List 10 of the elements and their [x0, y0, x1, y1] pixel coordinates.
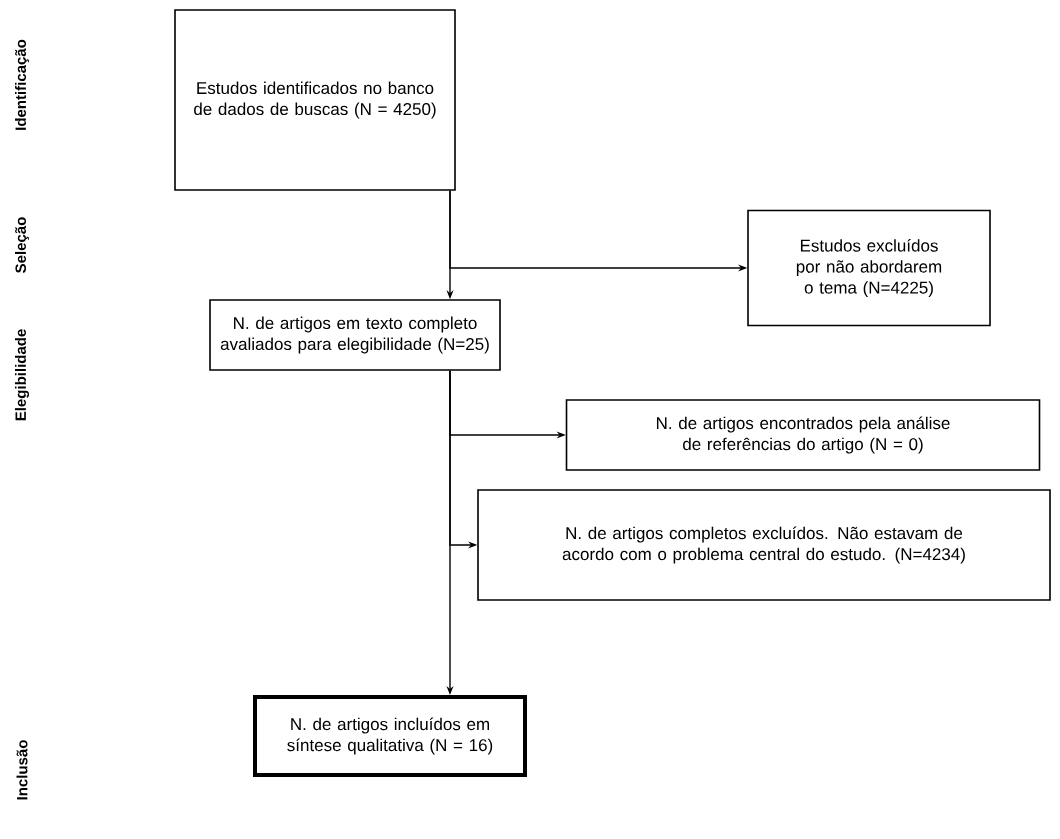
process-box: Estudos excluídos por não abordarem o tema (N=4225)	[747, 209, 991, 327]
stage-label: Seleção	[15, 217, 29, 273]
stage-label: Inclusão	[16, 740, 28, 800]
process-box: Estudos identificados no banco de dados de buscas (N = 4250)	[174, 9, 456, 191]
process-box: N. de artigos incluídos em síntese qualitativa (N = 16)	[253, 695, 527, 777]
stage-label: Identificação	[15, 39, 29, 130]
stage-label: Elegibilidade	[15, 329, 30, 421]
process-box: N. de artigos encontrados pela análise de referências do artigo (N = 0)	[565, 399, 1041, 471]
process-box: N. de artigos em texto completo avaliados para elegibilidade (N=25)	[209, 299, 501, 371]
process-box: N. de artigos completos excluídos. Não estavam de acordo com o problema central do estudo. (N=4234)	[477, 489, 1051, 601]
